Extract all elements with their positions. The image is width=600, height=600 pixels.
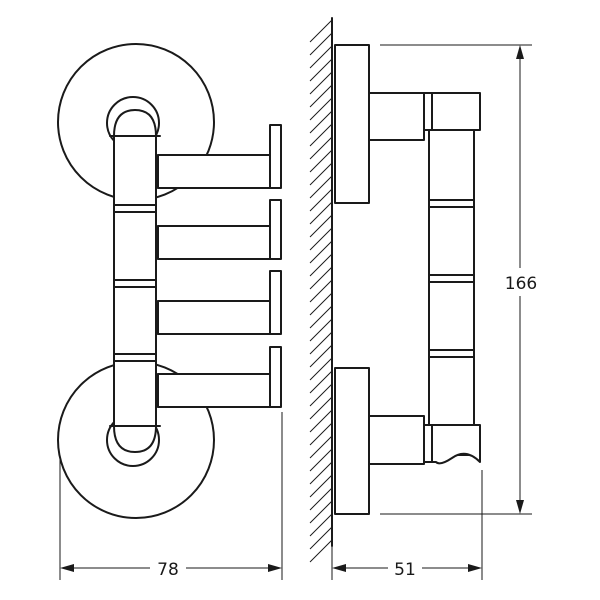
wall-hatch-line xyxy=(309,71,333,95)
wall-hatch-line xyxy=(309,240,333,264)
wall-hatch-line xyxy=(309,370,333,394)
dimension-depth: 51 xyxy=(331,470,483,580)
wall-hatch-line xyxy=(309,266,333,290)
wall-hatch-line xyxy=(309,136,333,160)
wall-hatch-line xyxy=(309,409,333,433)
wall-hatch-line xyxy=(309,162,333,186)
wall-hatch-line xyxy=(309,188,333,212)
wall-hatch-line xyxy=(309,175,333,199)
wall-hatch-line xyxy=(309,461,333,485)
wall-hatch-line xyxy=(309,201,333,225)
wall-hatch-line xyxy=(309,396,333,420)
top-mount-plate xyxy=(334,44,370,204)
wall-hatch-line xyxy=(309,279,333,303)
wall-hatch-line xyxy=(309,318,333,342)
swivel-arm-1 xyxy=(153,124,282,189)
wall-hatch-line xyxy=(309,292,333,316)
wall xyxy=(309,17,333,563)
wall-hatch-line xyxy=(309,123,333,147)
wall-hatch-line xyxy=(309,58,333,82)
bottom-mount-plate xyxy=(334,367,370,515)
bottom-bracket xyxy=(368,415,425,465)
wall-hatch-line xyxy=(309,253,333,277)
wall-hatch-line xyxy=(309,344,333,368)
wall-hatch-line xyxy=(309,513,333,537)
side-rail xyxy=(423,92,481,465)
wall-hatch-line xyxy=(309,97,333,121)
wall-hatch-line xyxy=(309,45,333,69)
wall-hatch-line xyxy=(309,383,333,407)
side-view: 51 166 xyxy=(309,17,548,580)
wall-hatch-line xyxy=(309,149,333,173)
wall-hatch-line xyxy=(309,487,333,511)
swivel-arm-2 xyxy=(153,199,282,260)
wall-hatch-line xyxy=(309,110,333,134)
dimension-width-label: 78 xyxy=(157,560,179,580)
wall-hatch-line xyxy=(309,357,333,381)
wall-hatch-line xyxy=(309,539,333,563)
front-view: 78 xyxy=(57,43,283,580)
top-bracket xyxy=(368,92,425,141)
wall-hatch-line xyxy=(309,84,333,108)
wall-hatch-line xyxy=(309,227,333,251)
wall-hatch-line xyxy=(309,500,333,524)
dimension-height-label: 166 xyxy=(505,274,537,294)
dimension-width: 78 xyxy=(59,412,283,580)
wall-hatch-line xyxy=(309,526,333,550)
wall-hatch-line xyxy=(309,19,333,43)
wall-hatch-line xyxy=(309,422,333,446)
wall-hatch-line xyxy=(309,32,333,56)
dimension-depth-label: 51 xyxy=(394,560,416,580)
swivel-arm-3 xyxy=(153,270,282,335)
wall-hatch-line xyxy=(309,331,333,355)
front-pole xyxy=(109,109,161,453)
wall-hatch-line xyxy=(309,448,333,472)
wall-hatch-line xyxy=(309,435,333,459)
wall-hatch-line xyxy=(309,214,333,238)
wall-hatch-line xyxy=(309,474,333,498)
swivel-arm-4 xyxy=(153,346,282,408)
dimension-height: 166 xyxy=(380,44,548,515)
wall-hatch-line xyxy=(309,305,333,329)
